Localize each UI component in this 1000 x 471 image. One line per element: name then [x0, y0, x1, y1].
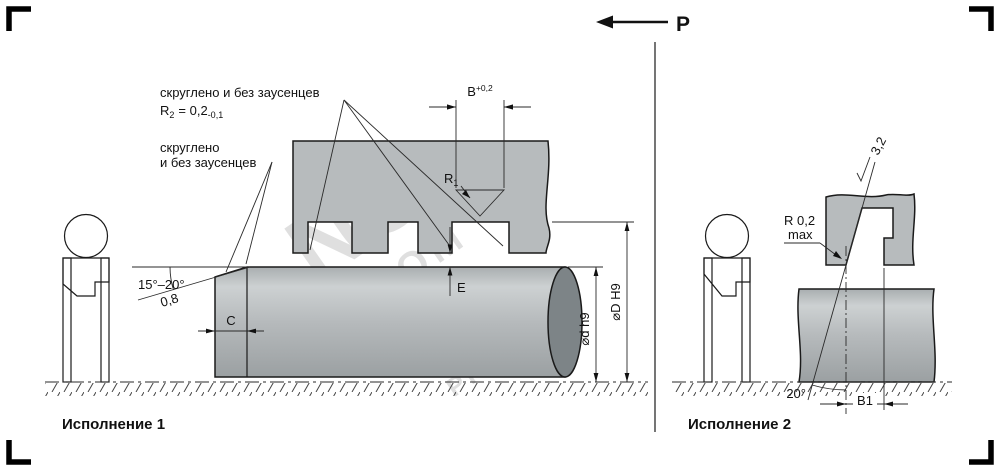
corner-mark-bottom-left [6, 440, 31, 465]
angle-label: 15°–20° [138, 277, 185, 292]
leader-line [343, 99, 453, 250]
leader-line [309, 99, 345, 251]
angle-label: 20° [786, 386, 806, 401]
arrowhead [593, 267, 599, 276]
groove-wall-right [100, 257, 110, 383]
shaft-end-face [547, 266, 583, 378]
arrowhead [624, 222, 630, 231]
arrowhead [447, 244, 453, 253]
note-text: скруглено и без заусенцев [160, 85, 320, 100]
radius-label: R 0,2 [784, 213, 815, 228]
dim-chamfer-angle: 15°–20° 0,8 [132, 266, 251, 310]
arrowhead [247, 328, 256, 334]
view2: 20° 3,2 R 0,2 max B1 Исполнение 2 [672, 134, 952, 433]
b-tolerance: +0,2 [476, 83, 493, 93]
arrowhead [624, 373, 630, 382]
dim-r1: R1 [444, 171, 471, 199]
roughness-callout: 3,2 [856, 134, 889, 183]
note-text: и без заусенцев [160, 155, 257, 170]
note-text: скруглено [160, 140, 219, 155]
corner-marks [6, 6, 994, 465]
note-r2-value: R2 = 0,2-0,1 [160, 103, 223, 120]
shaft-1 [214, 266, 583, 378]
housing-block-2 [825, 192, 916, 266]
note-rounded-no-burrs-top: скруглено и без заусенцев R2= 0,2-0,1 [160, 85, 504, 251]
arrowhead [447, 104, 456, 110]
groove-wall-left [62, 257, 72, 383]
r1-label: R1 [444, 171, 458, 188]
arrowhead [593, 373, 599, 382]
dim-b1: B1 [820, 268, 908, 410]
housing-outline [292, 140, 551, 254]
e-label: E [457, 280, 466, 295]
o-ring-section [704, 213, 750, 259]
pressure-arrow-head [596, 15, 613, 29]
r2-subscript: 2 [169, 110, 174, 120]
groove-v-profile [454, 189, 506, 217]
pressure-direction: P [596, 13, 690, 36]
seal-cross-section-1 [62, 213, 110, 383]
view1: скруглено и без заусенцев R2= 0,2-0,1 ск… [45, 83, 648, 433]
shaft-body [214, 266, 566, 378]
dim-bore-diameter: ⌀D H9 [552, 221, 634, 382]
radius-qualifier: max [788, 227, 813, 242]
view1-caption: Исполнение 1 [62, 416, 165, 433]
arrowhead [837, 401, 846, 407]
corner-mark-top-left [6, 6, 31, 31]
angle-slope-line [807, 161, 876, 401]
housing-block-1 [292, 140, 551, 254]
bore-diameter-label: ⌀D H9 [608, 283, 623, 320]
angle-arc [811, 384, 847, 391]
dim-c: C [198, 313, 264, 334]
dim-e: E [447, 227, 466, 296]
angle-slope-line [137, 266, 251, 301]
arrowhead [462, 190, 470, 198]
angle-arc [169, 266, 174, 291]
seal-body-section [703, 257, 751, 297]
view2-caption: Исполнение 2 [688, 416, 791, 433]
shaft-2 [797, 288, 936, 383]
leader-line [343, 99, 504, 247]
o-ring-section [63, 213, 109, 259]
c-label: C [226, 313, 235, 328]
groove-wall-left [703, 257, 713, 383]
arrowhead [884, 401, 893, 407]
arrowhead [447, 267, 453, 276]
corner-mark-top-right [969, 6, 994, 31]
r2-prefix: R [160, 103, 169, 118]
b-label: B+0,2 [467, 83, 493, 99]
arrowhead [504, 104, 513, 110]
pressure-label: P [676, 13, 690, 36]
dim-b: B+0,2 [429, 83, 531, 188]
roughness-label: 3,2 [867, 134, 889, 157]
b1-label: B1 [857, 393, 873, 408]
leader-line [225, 161, 273, 273]
shaft-diameter-label: ⌀d h9 [577, 312, 592, 345]
ground-hatch [672, 383, 952, 396]
r2-tolerance: -0,1 [208, 110, 224, 120]
seal-cross-section-2 [703, 213, 751, 383]
dim-shaft-diameter: ⌀d h9 [568, 266, 603, 382]
note-rounded-no-burrs-bottom: скруглено и без заусенцев [160, 140, 273, 273]
r2-equation: = 0,2 [178, 103, 207, 118]
corner-mark-bottom-right [969, 440, 994, 465]
seal-body-section [62, 257, 110, 297]
leader-line [245, 161, 273, 265]
dim-groove-angle: 20° [786, 161, 876, 414]
ground-hatch [45, 383, 648, 396]
r1-subscript: 1 [453, 178, 458, 188]
groove-wall-right [741, 257, 751, 383]
arrowhead [206, 328, 215, 334]
roughness-symbol [856, 156, 871, 183]
dim-corner-radius: R 0,2 max [784, 213, 842, 259]
b1-label-box [853, 393, 877, 408]
roughness-label: 0,8 [158, 290, 180, 310]
r1-prefix: R [444, 171, 453, 186]
b-main: B [467, 84, 476, 99]
arrowhead [833, 251, 842, 259]
